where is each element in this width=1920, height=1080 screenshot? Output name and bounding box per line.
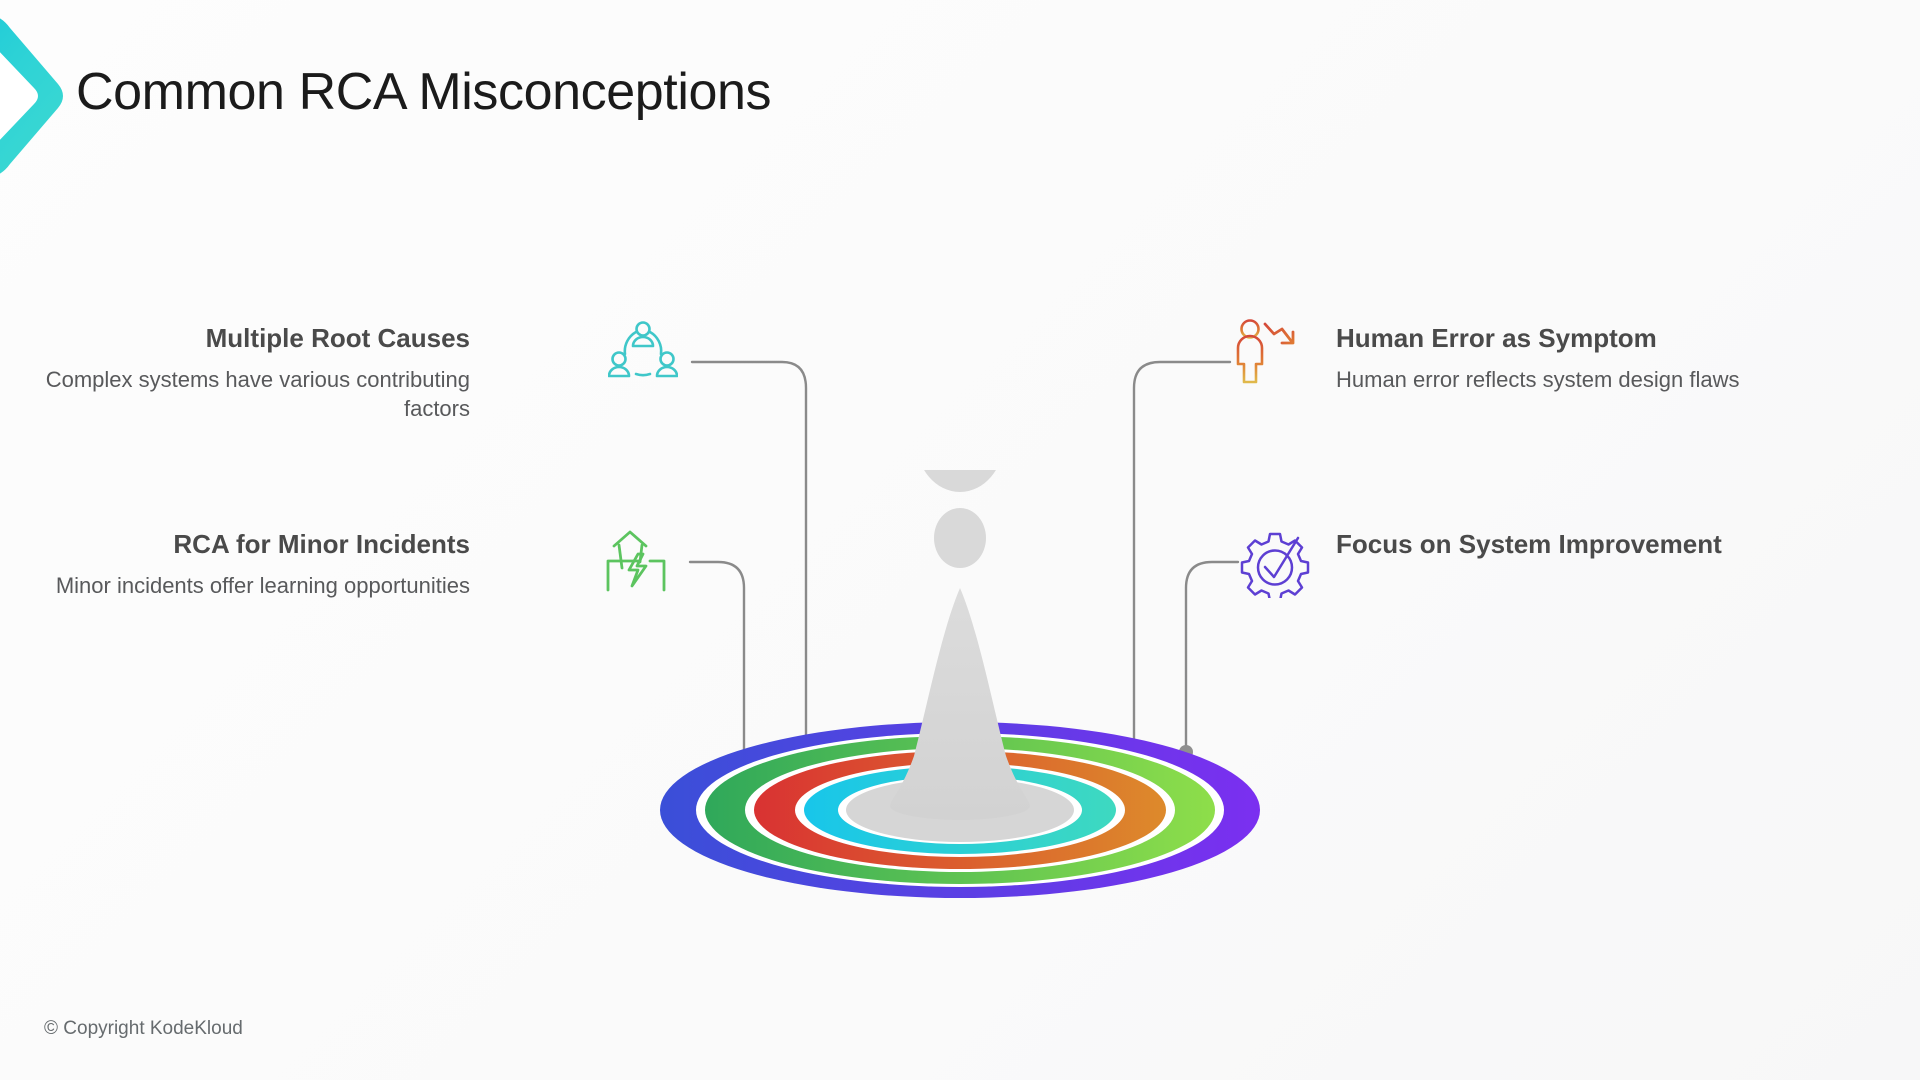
item-description: Human error reflects system design flaws <box>1336 366 1740 392</box>
item-description: Minor incidents offer learning opportuni… <box>55 572 470 598</box>
item-title: Multiple Root Causes <box>205 323 470 353</box>
building-lightning-icon <box>602 528 672 598</box>
item-title: Focus on System Improvement <box>1336 529 1722 559</box>
funnel-cone <box>890 588 1030 820</box>
concentric-target-funnel-graphic <box>560 388 1360 930</box>
copyright-footer: © Copyright KodeKloud <box>44 1018 243 1039</box>
item-title: Human Error as Symptom <box>1336 323 1657 353</box>
item-human-error-as-symptom: Human Error as Symptom Human error refle… <box>1336 322 1806 394</box>
floating-shape-small <box>934 508 986 568</box>
item-description: Complex systems have various contributin… <box>45 366 470 421</box>
floating-shape-large <box>916 388 1004 492</box>
item-title: RCA for Minor Incidents <box>173 529 470 559</box>
item-focus-on-system-improvement: Focus on System Improvement <box>1336 528 1836 571</box>
page-title: Common RCA Misconceptions <box>76 63 772 121</box>
chevron-decoration <box>0 8 86 183</box>
item-multiple-root-causes: Multiple Root Causes Complex systems hav… <box>40 322 470 423</box>
people-network-icon <box>607 318 679 388</box>
person-down-arrow-icon <box>1232 318 1302 388</box>
gear-checkmark-icon <box>1240 528 1310 603</box>
item-rca-for-minor-incidents: RCA for Minor Incidents Minor incidents … <box>40 528 470 600</box>
